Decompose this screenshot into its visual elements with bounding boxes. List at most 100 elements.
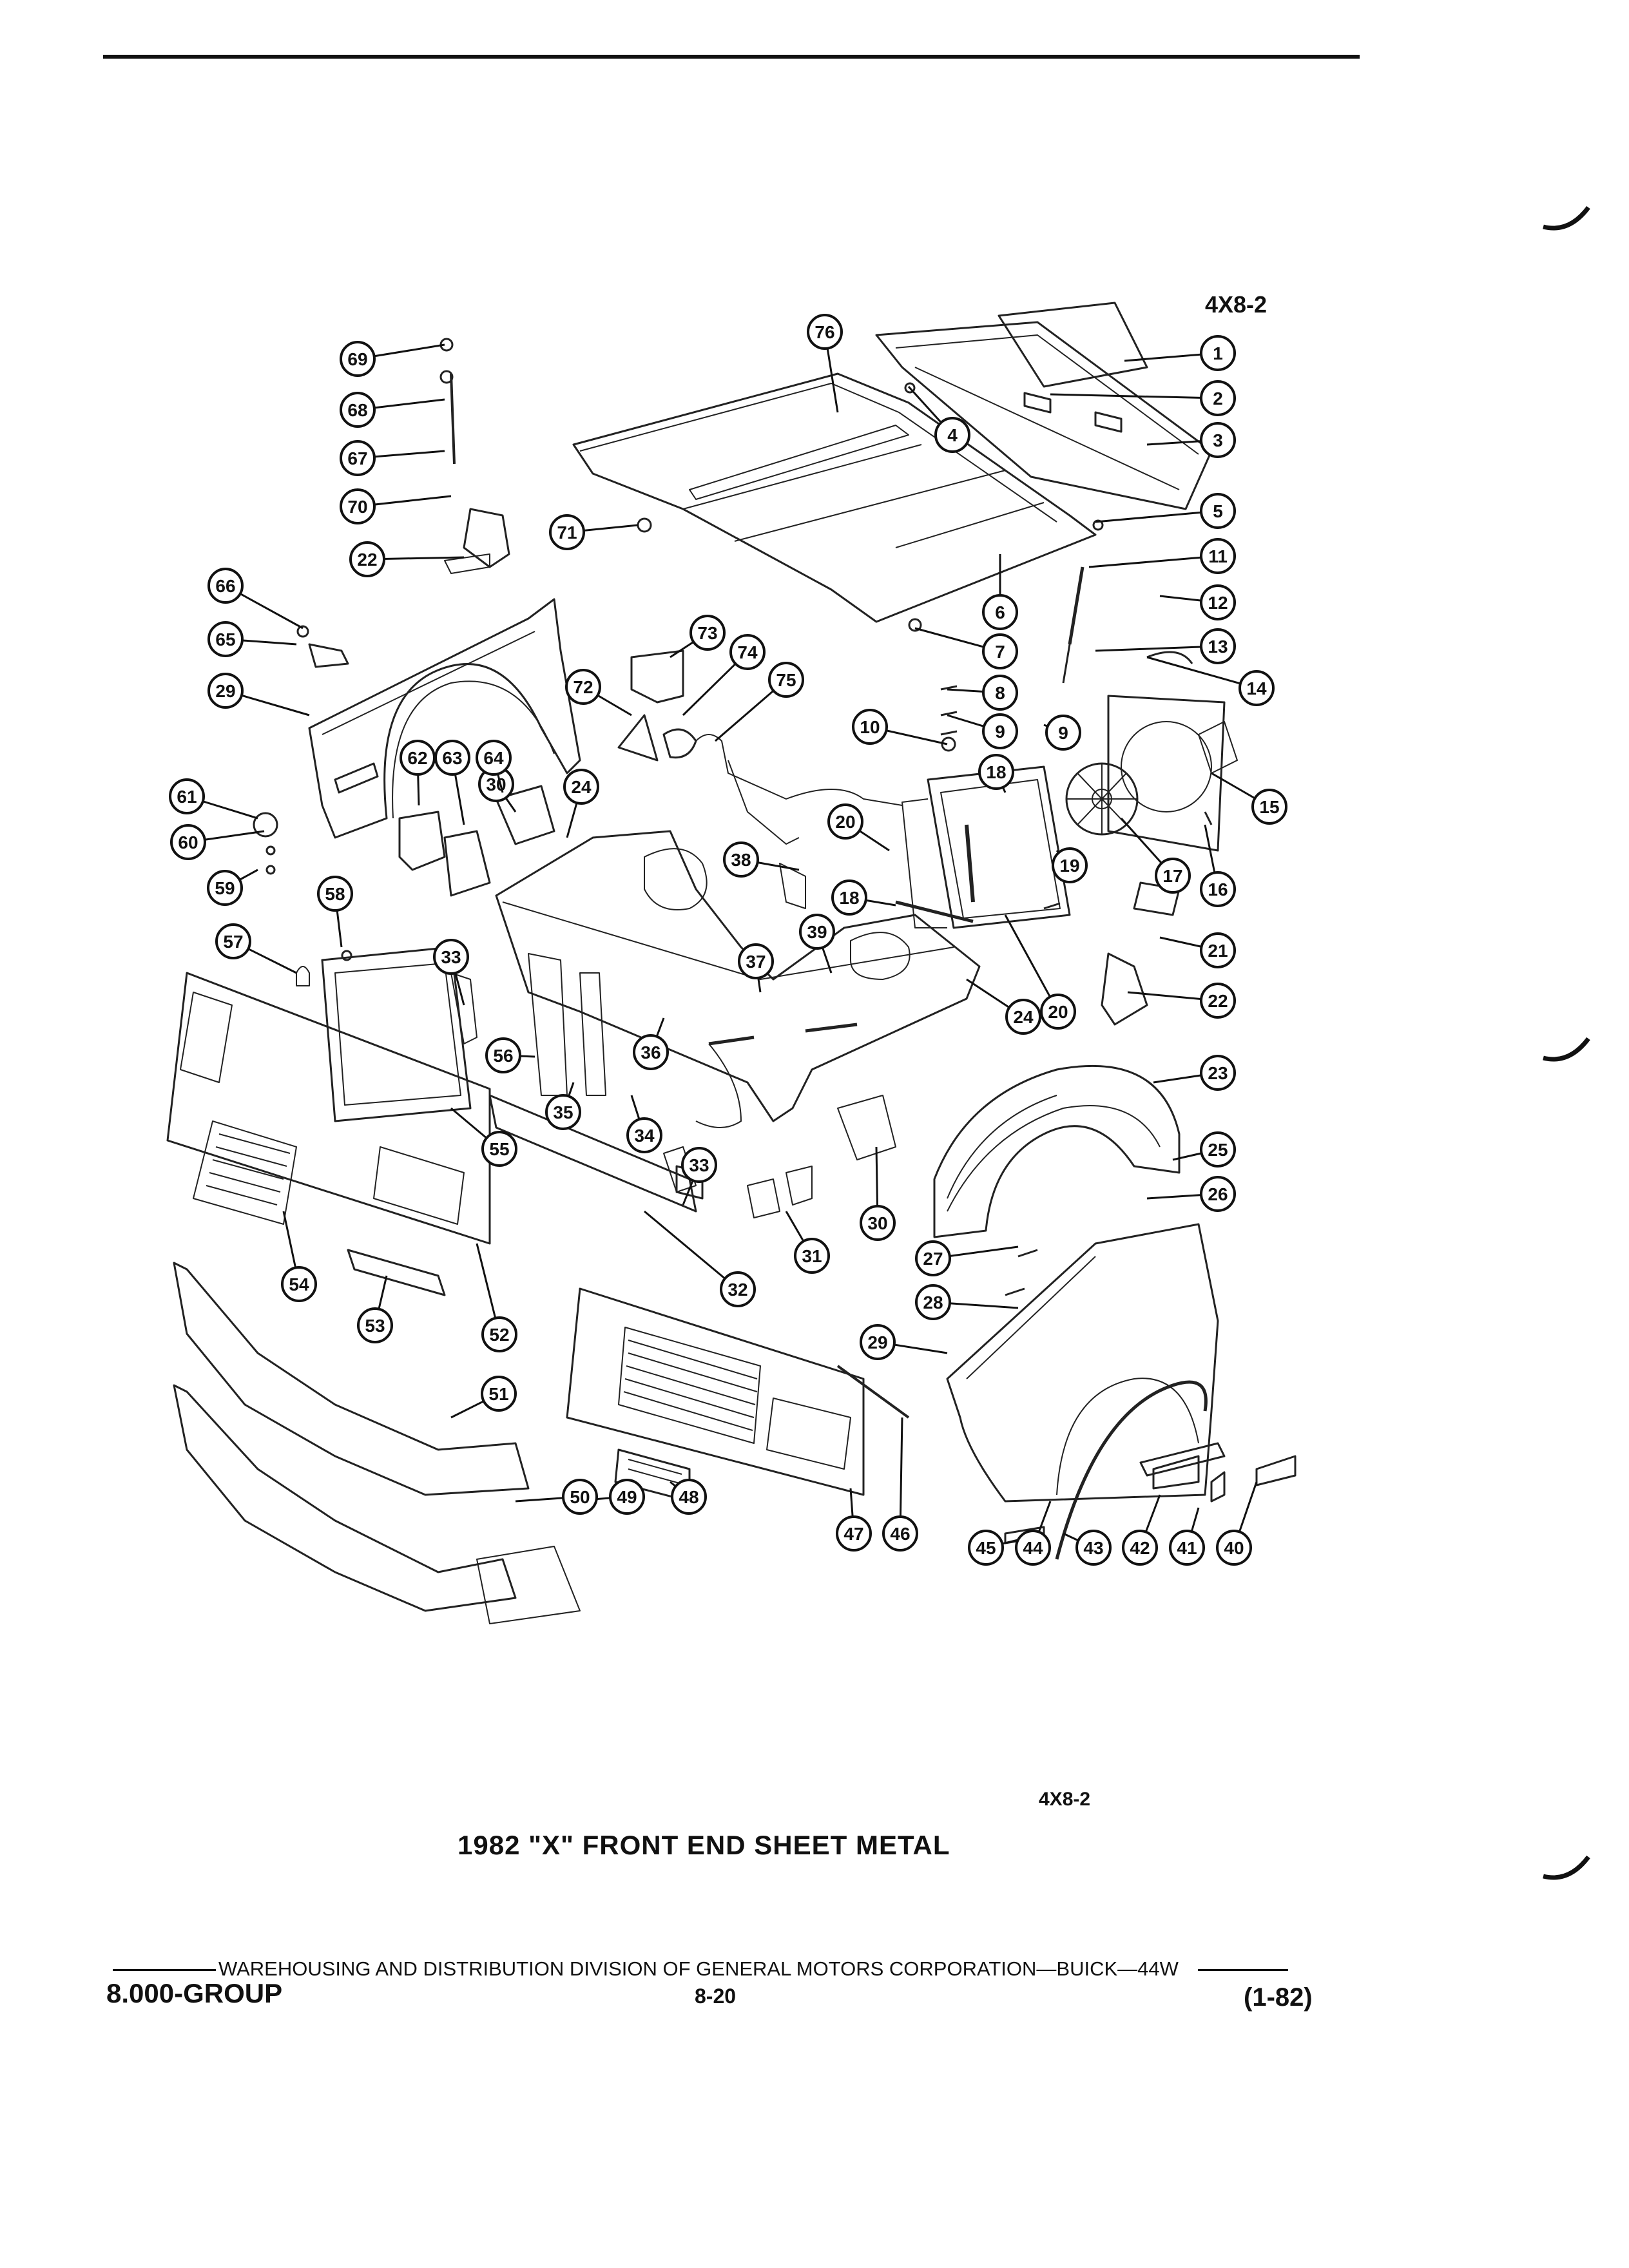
callout-number: 30 <box>867 1213 887 1233</box>
callout-leader-line <box>899 1417 903 1534</box>
callout-number: 12 <box>1208 593 1228 613</box>
figure-tag-bottom: 4X8-2 <box>1039 1789 1091 1810</box>
callout-circle <box>1200 380 1236 416</box>
callout-number: 23 <box>1208 1063 1228 1083</box>
callout-circle <box>1200 1131 1236 1168</box>
washer-reservoir <box>398 811 491 897</box>
callout-circle <box>1052 847 1088 883</box>
callout-number: 9 <box>995 722 1005 742</box>
callout-9: 9 <box>947 713 1018 749</box>
footer-rule-right <box>1197 1969 1288 1972</box>
callout-number: 24 <box>1013 1007 1034 1027</box>
callout-63: 63 <box>434 740 470 825</box>
callout-42: 42 <box>1122 1494 1161 1566</box>
callout-circle <box>1251 789 1287 825</box>
callout-number: 35 <box>553 1102 573 1122</box>
wheelhouse <box>933 1064 1181 1238</box>
callout-60: 60 <box>170 824 265 860</box>
callout-10: 10 <box>852 709 948 745</box>
callout-number: 37 <box>746 952 766 972</box>
callout-12: 12 <box>1159 584 1236 620</box>
hood-latch <box>617 649 903 845</box>
callout-leader-line <box>644 1210 738 1291</box>
figure-tag-top: 4X8-2 <box>1205 291 1268 318</box>
callout-17: 17 <box>1120 817 1191 894</box>
cooling-fan <box>1065 762 1139 836</box>
callout-circle <box>481 1131 517 1167</box>
callout-circle <box>794 1238 830 1274</box>
callout-number: 57 <box>223 932 243 952</box>
callout-number: 47 <box>843 1524 863 1544</box>
callout-number: 13 <box>1208 637 1228 657</box>
callout-number: 52 <box>489 1325 509 1345</box>
callout-number: 14 <box>1246 678 1267 698</box>
callout-circle <box>807 314 843 350</box>
callout-number: 71 <box>557 523 577 543</box>
callout-72: 72 <box>565 669 632 716</box>
callout-4: 4 <box>907 385 970 453</box>
callout-circle <box>563 769 599 805</box>
callout-number: 70 <box>347 497 367 517</box>
callout-circle <box>626 1117 662 1153</box>
callout-74: 74 <box>682 634 766 716</box>
callout-circle <box>720 1271 756 1307</box>
callout-number: 36 <box>641 1043 660 1062</box>
callout-number: 6 <box>995 602 1005 622</box>
callout-circle <box>1122 1530 1158 1566</box>
callout-number: 39 <box>807 922 827 942</box>
callout-40: 40 <box>1216 1481 1258 1566</box>
callout-circle <box>968 1530 1004 1566</box>
hood-support-strut <box>1062 566 1084 684</box>
callout-number: 29 <box>215 681 235 701</box>
callout-circle <box>978 754 1014 790</box>
callout-44: 44 <box>1015 1501 1052 1566</box>
callout-25: 25 <box>1172 1131 1236 1168</box>
callout-43: 43 <box>1063 1530 1112 1566</box>
callout-number: 22 <box>357 550 377 570</box>
callout-number: 34 <box>634 1126 655 1146</box>
callout-62: 62 <box>400 740 436 806</box>
callout-33: 33 <box>681 1147 717 1206</box>
hood-panel <box>572 372 1097 623</box>
margin-mark <box>1543 1037 1590 1062</box>
callout-number: 67 <box>347 448 367 468</box>
callout-number: 41 <box>1177 1538 1197 1558</box>
callout-circle <box>433 939 469 975</box>
callout-53: 53 <box>357 1275 393 1343</box>
callout-number: 60 <box>178 832 198 852</box>
callout-circle <box>476 740 512 776</box>
callout-number: 74 <box>737 642 758 662</box>
footer-rule-left <box>113 1969 216 1972</box>
callout-number: 2 <box>1213 389 1223 408</box>
callout-31: 31 <box>785 1211 830 1274</box>
callout-number: 62 <box>407 748 427 768</box>
callout-number: 28 <box>923 1293 943 1312</box>
callout-circle <box>729 634 766 670</box>
callout-46: 46 <box>882 1417 918 1552</box>
callout-65: 65 <box>207 621 297 657</box>
callout-number: 43 <box>1083 1538 1103 1558</box>
callout-circle <box>317 876 353 912</box>
callout-number: 48 <box>679 1487 699 1507</box>
callout-circle <box>671 1479 707 1515</box>
callout-number: 7 <box>995 642 1005 662</box>
callout-circle <box>1200 983 1236 1019</box>
callout-number: 33 <box>689 1155 709 1175</box>
callout-number: 1 <box>1213 343 1223 363</box>
callout-number: 20 <box>1048 1002 1068 1022</box>
splash-shield <box>495 785 555 845</box>
callout-68: 68 <box>340 392 445 428</box>
callout-16: 16 <box>1200 824 1236 907</box>
callout-29: 29 <box>860 1324 948 1360</box>
callout-circle <box>1200 335 1236 371</box>
callout-circle <box>481 1316 517 1352</box>
callout-32: 32 <box>644 1210 756 1307</box>
callout-circle <box>1200 1176 1236 1212</box>
callout-3: 3 <box>1146 422 1236 458</box>
callout-circle <box>1040 994 1076 1030</box>
callout-number: 69 <box>347 349 367 369</box>
callout-number: 16 <box>1208 879 1228 899</box>
callout-number: 17 <box>1162 866 1182 886</box>
callout-11: 11 <box>1088 538 1236 574</box>
callout-leader-line <box>1146 656 1257 689</box>
